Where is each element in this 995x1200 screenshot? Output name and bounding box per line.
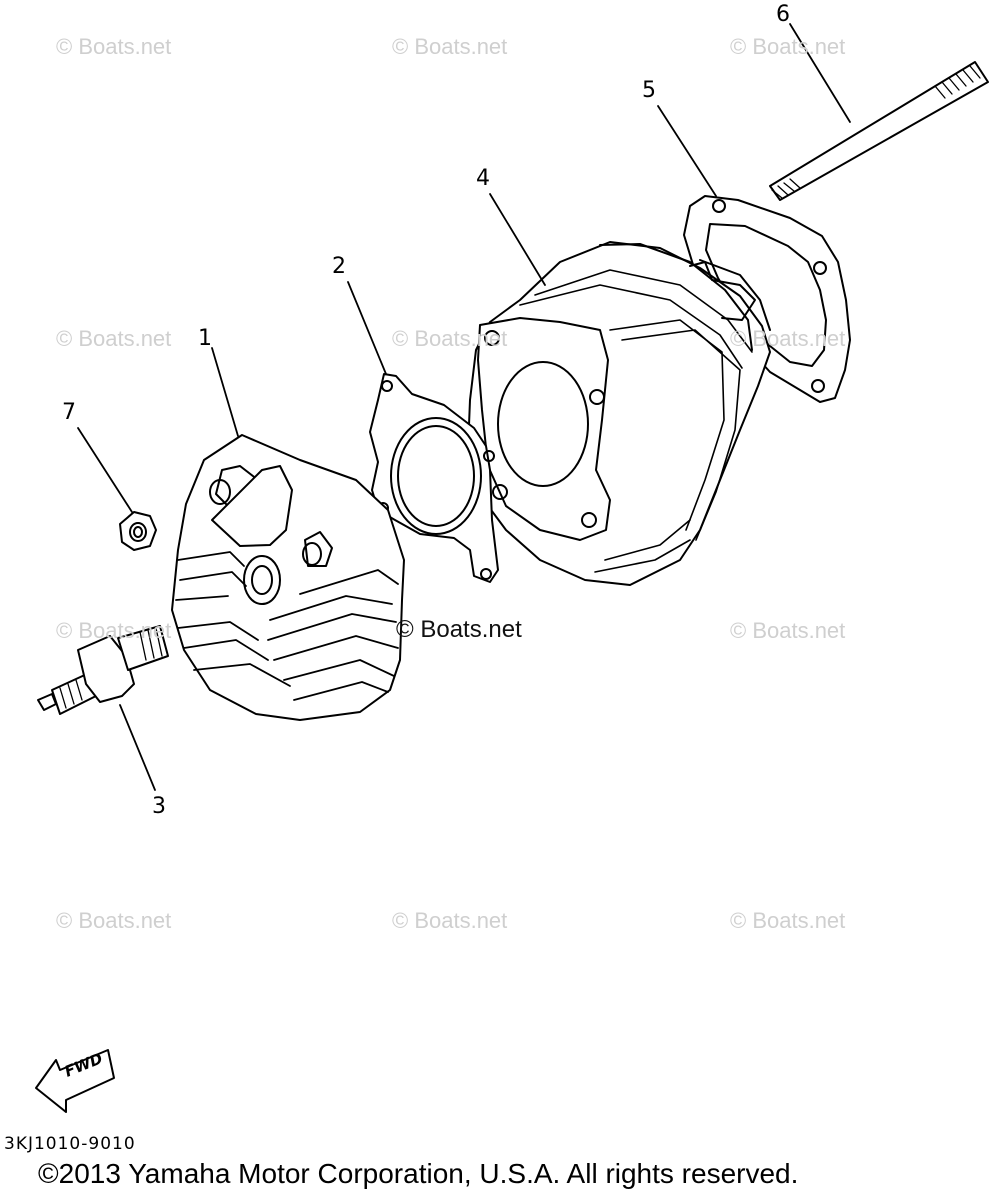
cylinder [467, 241, 771, 586]
callout-2: 2 [332, 254, 346, 279]
watermark: © Boats.net [56, 908, 172, 933]
stud-bolt [769, 61, 989, 201]
callout-7: 7 [62, 400, 76, 425]
copyright-notice: ©2013 Yamaha Motor Corporation, U.S.A. A… [38, 1158, 799, 1189]
callout-1: 1 [198, 326, 212, 351]
watermark: © Boats.net [730, 34, 846, 59]
cylinder-head [171, 434, 405, 721]
callout-6: 6 [776, 2, 790, 27]
head-gasket [369, 373, 499, 583]
watermark: © Boats.net [392, 326, 508, 351]
watermark: © Boats.net [392, 908, 508, 933]
watermark: © Boats.net [56, 618, 172, 643]
watermark: © Boats.net [56, 34, 172, 59]
watermark: © Boats.net [730, 618, 846, 643]
fwd-arrow-icon [35, 1049, 115, 1113]
watermark: © Boats.net [730, 326, 846, 351]
nut [119, 511, 157, 551]
callout-4: 4 [476, 166, 490, 191]
watermark: © Boats.net [730, 908, 846, 933]
watermark: © Boats.net [392, 34, 508, 59]
diagram-code: 3KJ1010-9010 [4, 1134, 136, 1154]
watermark: © Boats.net [56, 326, 172, 351]
spark-plug [37, 625, 169, 715]
leader-lines [77, 23, 851, 791]
callout-3: 3 [152, 794, 166, 819]
watermark-center: © Boats.net [396, 616, 522, 643]
callout-5: 5 [642, 78, 656, 103]
